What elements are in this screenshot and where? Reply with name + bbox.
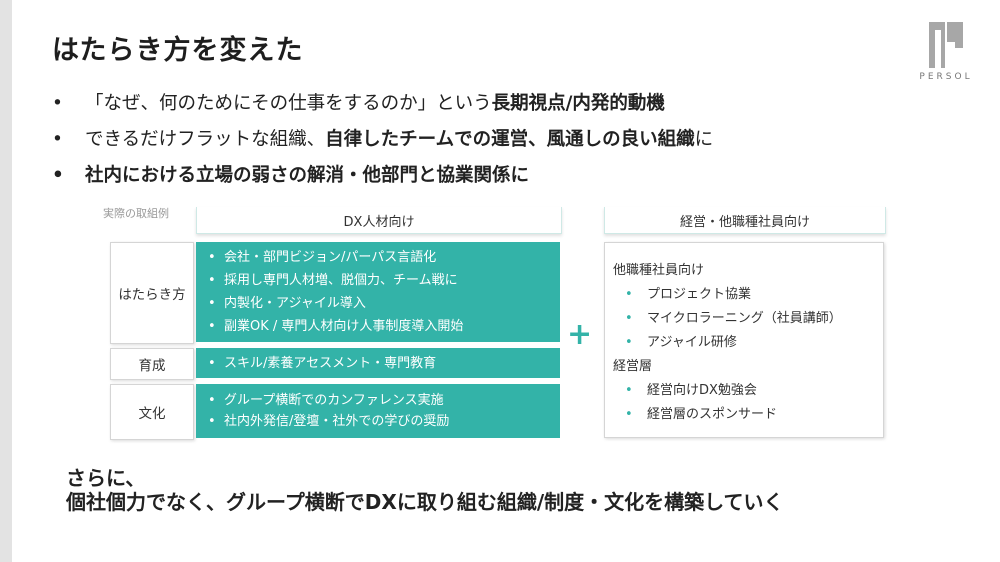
dx-item: 採用し専門人材増、脱個力、チーム戦に [206,269,550,292]
diagram-label: 実際の取組例 [103,207,169,220]
dx-item: スキル/素養アセスメント・専門教育 [206,352,436,375]
left-accent-bar [0,0,12,562]
exec-box: 他職種社員向け プロジェクト協業 マイクロラーニング（社員講師） アジャイル研修… [604,242,884,438]
bullet-list: 「なぜ、何のためにその仕事をするのか」という長期視点/内発的動機 できるだけフラ… [52,86,713,194]
dx-box-ikusei: スキル/素養アセスメント・専門教育 [196,348,560,378]
exec-group-title: 他職種社員向け [613,263,705,278]
bullet-bold: 自律したチームでの運営、風通しの良い組織 [325,129,695,150]
bullet-text: 「なぜ、何のためにその仕事をするのか」という [85,93,492,114]
dx-item: 会社・部門ビジョン/パーパス言語化 [206,246,550,269]
row-label-bunka: 文化 [110,384,194,440]
row-label-hatarakikata: はたらき方 [110,242,194,344]
conclusion-line1: さらに、 [66,466,146,490]
bullet-bold: 長期視点/内発的動機 [491,93,665,114]
bullet-item: できるだけフラットな組織、自律したチームでの運営、風通しの良い組織に [52,122,713,158]
exec-item: 経営向けDX勉強会 [613,379,875,403]
page-title: はたらき方を変えた [52,35,304,66]
dx-item: グループ横断でのカンファレンス実施 [206,390,550,411]
bullet-bold: 社内における立場の弱さの解消・他部門と協業関係に [85,165,530,186]
row-label-ikusei: 育成 [110,348,194,380]
plus-icon: + [567,317,593,352]
exec-item: アジャイル研修 [613,331,875,355]
exec-group-title: 経営層 [613,359,653,374]
dx-column-header: DX人材向け [196,207,562,234]
exec-column-header: 経営・他職種社員向け [604,207,886,234]
conclusion-line2: 個社個力でなく、グループ横断でDXに取り組む組織/制度・文化を構築していく [66,490,784,514]
dx-box-hatarakikata: 会社・部門ビジョン/パーパス言語化 採用し専門人材増、脱個力、チーム戦に 内製化… [196,242,560,342]
bullet-text-after: に [694,129,714,150]
persol-mark-icon [929,22,963,68]
dx-item: 社内外発信/登壇・社外での学びの奨励 [206,411,550,432]
conclusion: さらに、 個社個力でなく、グループ横断でDXに取り組む組織/制度・文化を構築して… [66,466,784,514]
dx-item: 内製化・アジャイル導入 [206,292,550,315]
dx-box-bunka: グループ横断でのカンファレンス実施 社内外発信/登壇・社外での学びの奨励 [196,384,560,438]
persol-logo: PERSOL [906,22,986,82]
exec-item: プロジェクト協業 [613,283,875,307]
dx-item: 副業OK / 専門人材向け人事制度導入開始 [206,315,550,338]
bullet-text: できるだけフラットな組織、 [85,129,326,150]
bullet-item: 社内における立場の弱さの解消・他部門と協業関係に [52,158,713,194]
exec-item: マイクロラーニング（社員講師） [613,307,875,331]
exec-item: 経営層のスポンサード [613,403,875,427]
logo-text: PERSOL [919,72,973,82]
bullet-item: 「なぜ、何のためにその仕事をするのか」という長期視点/内発的動機 [52,86,713,122]
